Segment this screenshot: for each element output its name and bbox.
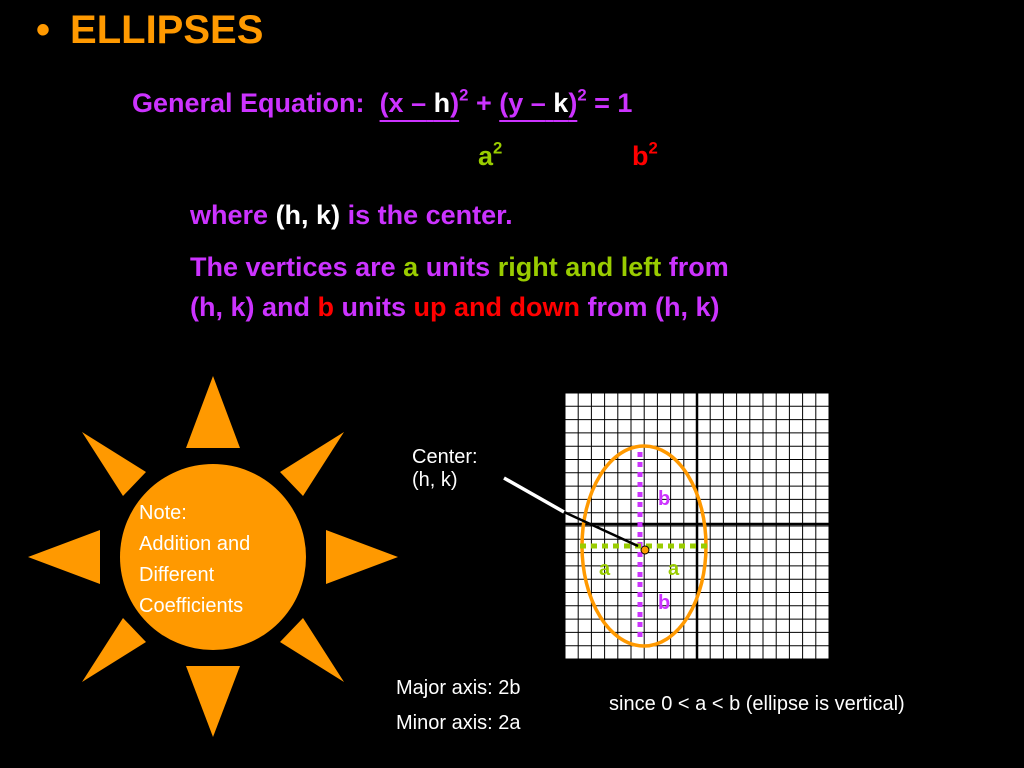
sun-circle xyxy=(120,464,306,650)
exponent-y: 2 xyxy=(577,85,587,105)
sun-ray-left xyxy=(28,530,100,584)
term-y-close: ) xyxy=(568,88,578,118)
equation-term-x: (x – h) xyxy=(380,88,460,118)
center-arrow xyxy=(503,476,639,548)
where-hk: (h, k) xyxy=(275,200,341,230)
note-line-4: Coefficients xyxy=(139,595,244,617)
slide-title: • ELLIPSES xyxy=(36,8,263,53)
sun-ray-top-left xyxy=(82,432,146,496)
note-text: Note: Addition and Different Coefficient… xyxy=(139,498,309,622)
sun-ray-top-right xyxy=(280,432,344,496)
vertices-and-left: and left xyxy=(565,252,662,282)
label-a-left: a xyxy=(599,558,611,580)
note-line-3: Different xyxy=(139,564,215,586)
exponent-x: 2 xyxy=(459,85,469,105)
vertices-units-2: units xyxy=(341,292,407,322)
vertices-up-down: up and down xyxy=(413,292,581,322)
grid-lines xyxy=(564,392,830,660)
title-text: ELLIPSES xyxy=(70,8,264,52)
den-a-letter: a xyxy=(478,141,494,171)
vertices-hk-and: (h, k) and xyxy=(190,292,310,322)
vertices-intro: The vertices are xyxy=(190,252,396,282)
general-equation: General Equation: (x – h)2 + (y – k)2 = … xyxy=(132,85,633,119)
term-y-open: (y – xyxy=(499,88,546,118)
center-label-line-2: (h, k) xyxy=(412,469,458,491)
center-label: Center: (h, k) xyxy=(412,446,478,492)
label-b-top: b xyxy=(658,488,671,510)
where-word: where xyxy=(190,200,269,230)
sun-ray-bottom-left xyxy=(82,618,146,682)
note-line-1: Note: xyxy=(139,502,187,524)
vertices-line-2: (h, k) and b units up and down from (h, … xyxy=(190,292,720,323)
sun-graphic xyxy=(28,376,398,737)
term-k: k xyxy=(553,88,569,118)
title-bullet: • xyxy=(36,8,51,52)
vertices-right: right xyxy=(497,252,558,282)
term-h: h xyxy=(433,88,451,118)
label-b-bottom: b xyxy=(658,592,671,614)
center-arrow-black xyxy=(563,510,639,548)
equation-plus: + xyxy=(475,88,492,118)
sun-ray-right xyxy=(326,530,398,584)
equation-label: General Equation: xyxy=(132,88,365,118)
term-x-close: ) xyxy=(450,88,460,118)
equation-equals: = 1 xyxy=(594,88,633,118)
sun-ray-bottom-right xyxy=(280,618,344,682)
vertices-line-1: The vertices are a units right and left … xyxy=(190,252,729,283)
vertices-units-1: units xyxy=(425,252,491,282)
sun-ray-top xyxy=(186,376,240,448)
denominator-a: a2 xyxy=(478,138,503,172)
label-a-right: a xyxy=(668,558,680,580)
center-label-line-1: Center: xyxy=(412,446,478,468)
den-a-exp: 2 xyxy=(493,138,503,158)
center-description: where (h, k) is the center. xyxy=(190,200,513,231)
den-b-exp: 2 xyxy=(648,138,658,158)
term-x-open: (x – xyxy=(379,88,427,118)
equation-term-y: (y – k) xyxy=(499,88,577,118)
since-text: since 0 < a < b (ellipse is vertical) xyxy=(609,693,905,715)
note-line-2: Addition and xyxy=(139,533,251,555)
denominator-b: b2 xyxy=(632,138,658,172)
vertices-b: b xyxy=(317,292,335,322)
center-arrow-white xyxy=(503,476,565,514)
den-b-letter: b xyxy=(632,141,649,171)
major-axis-text: Major axis: 2b xyxy=(396,677,521,699)
minor-axis-text: Minor axis: 2a xyxy=(396,712,521,734)
vertices-from-1: from xyxy=(668,252,729,282)
where-rest: is the center. xyxy=(347,200,513,230)
vertices-from-2: from (h, k) xyxy=(587,292,720,322)
center-point xyxy=(640,545,650,555)
ellipse-grid xyxy=(564,392,830,660)
vertices-a: a xyxy=(403,252,419,282)
sun-ray-bottom xyxy=(186,666,240,737)
